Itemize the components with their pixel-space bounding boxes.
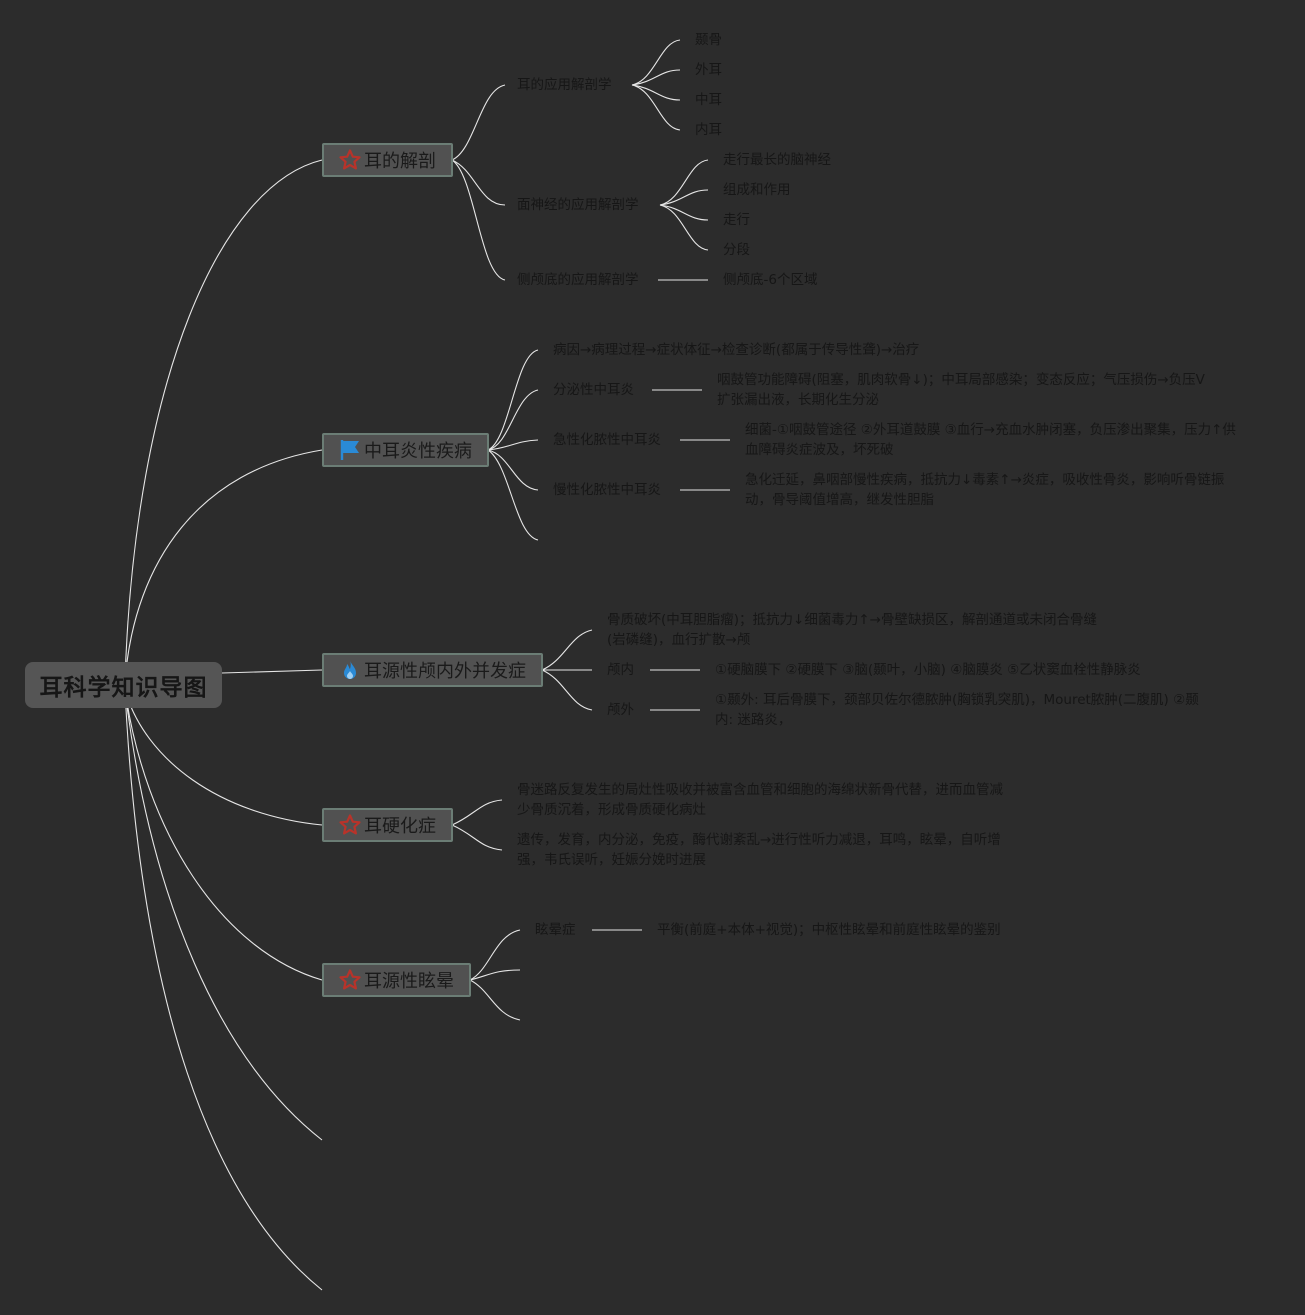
node-chronic-detail[interactable]: 急化迁延，鼻咽部慢性疾病，抵抗力↓毒素↑→炎症，吸收性骨炎，影响听骨链振动，骨导… bbox=[745, 472, 1225, 508]
node-temporal-bone[interactable]: 颞骨 bbox=[695, 32, 722, 48]
node-lateral-skull-base[interactable]: 侧颅底的应用解剖学 bbox=[517, 272, 639, 288]
node-longest-cranial-nerve[interactable]: 走行最长的脑神经 bbox=[723, 152, 831, 168]
topic-label: 耳源性颅内外并发症 bbox=[364, 661, 526, 682]
node-acute-detail[interactable]: 细菌-①咽鼓管途径 ②外耳道鼓膜 ③血行→充血水肿闭塞，负压渗出聚集，压力↑供血… bbox=[745, 422, 1236, 458]
link-root-topic-5 bbox=[124, 689, 323, 981]
node-inner-ear[interactable]: 内耳 bbox=[695, 122, 722, 138]
flag-icon bbox=[338, 438, 362, 462]
node-pathology[interactable]: 骨迷路反复发生的局灶性吸收并被富含血管和细胞的海绵状新骨代替，进而血管减少骨质沉… bbox=[517, 782, 1003, 818]
topic-otitis-media[interactable]: 中耳炎性疾病 bbox=[322, 433, 489, 467]
node-secretory-detail[interactable]: 咽鼓管功能障碍(阻塞，肌肉软骨↓)；中耳局部感染；变态反应；气压损伤→负压V扩张… bbox=[717, 372, 1205, 408]
star-icon bbox=[338, 148, 362, 172]
topic-otosclerosis[interactable]: 耳硬化症 bbox=[322, 808, 453, 842]
root-topic[interactable]: 耳科学知识导图 bbox=[25, 662, 222, 708]
topic-label: 耳的解剖 bbox=[364, 151, 436, 172]
link-root-topic-2 bbox=[124, 449, 323, 681]
node-facial-nerve[interactable]: 面神经的应用解剖学 bbox=[517, 197, 639, 213]
link-root-empty-2 bbox=[124, 689, 323, 1291]
node-bone-destruction[interactable]: 骨质破坏(中耳胆脂瘤)；抵抗力↓细菌毒力↑→骨壁缺损区，解剖通道或未闭合骨缝(岩… bbox=[607, 612, 1097, 648]
link-root-empty-1 bbox=[124, 689, 323, 1141]
node-ear-applied-anatomy[interactable]: 耳的应用解剖学 bbox=[517, 77, 612, 93]
node-extracranial-detail[interactable]: ①颞外: 耳后骨膜下，颈部贝佐尔德脓肿(胸锁乳突肌)，Mouret脓肿(二腹肌)… bbox=[715, 692, 1199, 728]
node-intracranial[interactable]: 颅内 bbox=[607, 662, 634, 678]
node-disease-flow[interactable]: 病因→病理过程→症状体征→检查诊断(都属于传导性聋)→治疗 bbox=[553, 342, 920, 358]
node-acute-suppurative[interactable]: 急性化脓性中耳炎 bbox=[553, 432, 661, 448]
node-course[interactable]: 走行 bbox=[723, 212, 750, 228]
node-secretory-otitis[interactable]: 分泌性中耳炎 bbox=[553, 382, 634, 398]
topic-label: 耳源性眩晕 bbox=[364, 971, 454, 992]
node-extracranial[interactable]: 颅外 bbox=[607, 702, 634, 718]
link-root-topic-3 bbox=[221, 669, 323, 674]
fire-icon bbox=[338, 658, 362, 682]
topic-complications[interactable]: 耳源性颅内外并发症 bbox=[322, 653, 543, 687]
topic-otogenic-vertigo[interactable]: 耳源性眩晕 bbox=[322, 963, 471, 997]
node-outer-ear[interactable]: 外耳 bbox=[695, 62, 722, 78]
star-icon bbox=[338, 813, 362, 837]
link-root-topic-4 bbox=[124, 689, 323, 826]
node-composition-function[interactable]: 组成和作用 bbox=[723, 182, 791, 198]
node-vertigo-detail[interactable]: 平衡(前庭+本体+视觉)；中枢性眩晕和前庭性眩晕的鉴别 bbox=[657, 922, 1001, 938]
star-icon bbox=[338, 968, 362, 992]
node-vertigo[interactable]: 眩晕症 bbox=[535, 922, 576, 938]
link-root-topic-1 bbox=[124, 159, 323, 681]
node-intracranial-detail[interactable]: ①硬脑膜下 ②硬膜下 ③脑(颞叶，小脑) ④脑膜炎 ⑤乙状窦血栓性静脉炎 bbox=[715, 662, 1141, 678]
node-chronic-suppurative[interactable]: 慢性化脓性中耳炎 bbox=[553, 482, 661, 498]
topic-ear-anatomy[interactable]: 耳的解剖 bbox=[322, 143, 453, 177]
node-segments[interactable]: 分段 bbox=[723, 242, 750, 258]
topic-label: 耳硬化症 bbox=[364, 816, 436, 837]
topic-label: 中耳炎性疾病 bbox=[364, 441, 472, 462]
node-six-regions[interactable]: 侧颅底-6个区域 bbox=[723, 272, 818, 288]
node-etiology[interactable]: 遗传，发育，内分泌，免疫，酶代谢紊乱→进行性听力减退，耳鸣，眩晕，自听增强，韦氏… bbox=[517, 832, 1001, 868]
node-middle-ear[interactable]: 中耳 bbox=[695, 92, 722, 108]
